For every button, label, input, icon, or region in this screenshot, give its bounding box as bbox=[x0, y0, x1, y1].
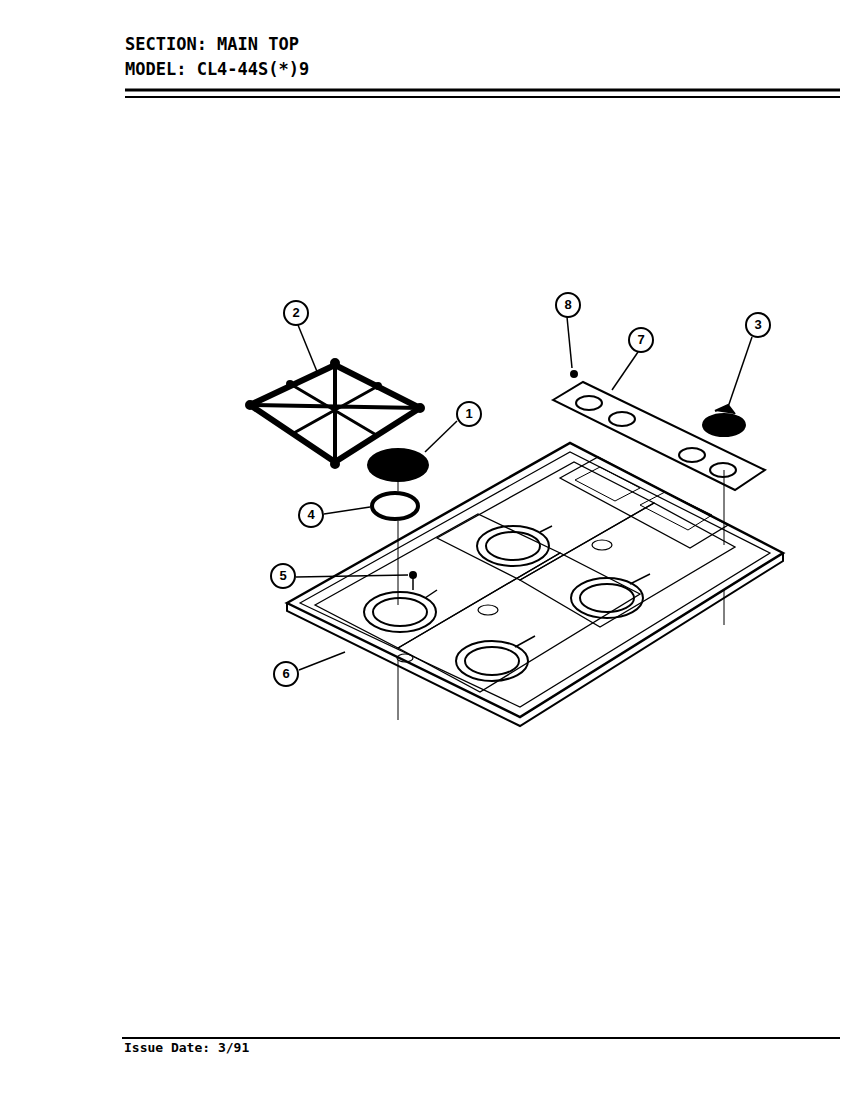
model-number: MODEL: CL4-44S(*)9 bbox=[125, 59, 309, 79]
callout-number: 7 bbox=[628, 327, 654, 353]
section-title: SECTION: MAIN TOP bbox=[125, 34, 299, 54]
callout-number: 2 bbox=[283, 300, 309, 326]
issue-date: Issue Date: 3/91 bbox=[124, 1040, 249, 1056]
callout-number: 5 bbox=[270, 563, 296, 589]
callout-number: 1 bbox=[456, 401, 482, 427]
callout-number: 4 bbox=[298, 502, 324, 528]
callout-number: 6 bbox=[273, 661, 299, 687]
callout-number: 8 bbox=[555, 292, 581, 318]
callout-number: 3 bbox=[745, 312, 771, 338]
